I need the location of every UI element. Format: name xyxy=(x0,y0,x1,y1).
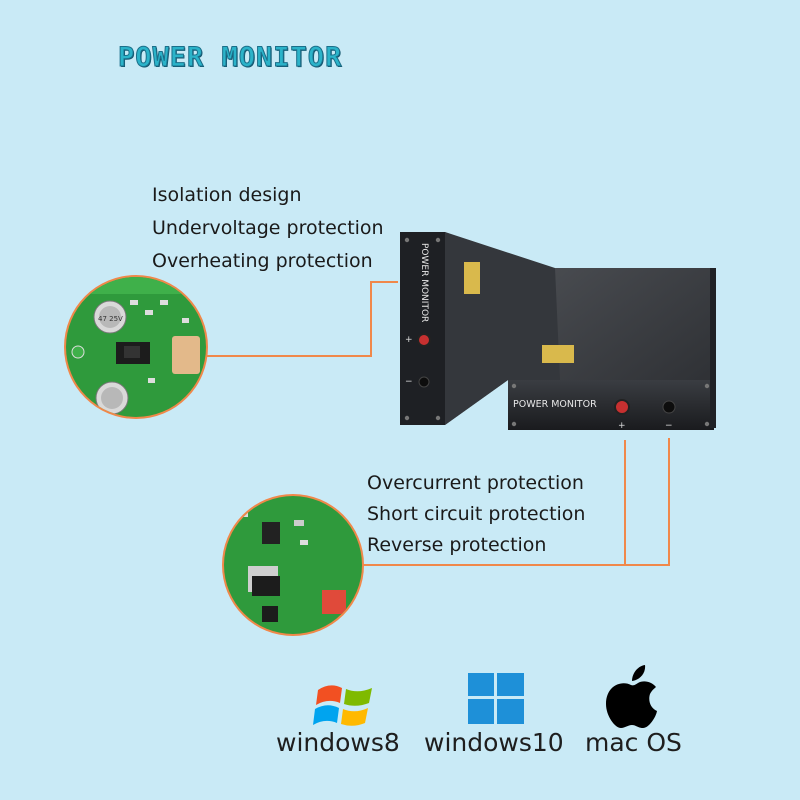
device-side-label: POWER MONITOR xyxy=(419,243,429,322)
feature-overcurrent: Overcurrent protection xyxy=(367,472,584,494)
apple-logo-icon xyxy=(606,665,657,728)
feature-undervoltage: Undervoltage protection xyxy=(152,217,384,239)
os-label-windows8: windows8 xyxy=(276,728,400,757)
device-front-plus: + xyxy=(618,421,626,431)
power-monitor-device: POWER MONITOR + − POWER MONITOR + − xyxy=(400,232,716,431)
device-front-minus: − xyxy=(665,421,673,431)
feature-overheating: Overheating protection xyxy=(152,250,373,272)
os-label-windows10: windows10 xyxy=(424,728,564,757)
device-side-plus: + xyxy=(405,335,413,345)
feature-isolation: Isolation design xyxy=(152,184,302,206)
windows8-logo-icon xyxy=(313,685,372,726)
pcb-top-cap-label: 47 25V xyxy=(98,315,123,323)
device-front-label: POWER MONITOR xyxy=(513,399,597,410)
windows10-logo-icon xyxy=(468,673,524,724)
feature-reverse: Reverse protection xyxy=(367,534,547,556)
feature-short-circuit: Short circuit protection xyxy=(367,503,586,525)
os-label-macos: mac OS xyxy=(585,728,682,757)
pcb-bottom-circle xyxy=(222,494,364,636)
connector-lines xyxy=(206,281,670,566)
pcb-top-circle: 47 25V xyxy=(64,275,208,419)
device-side-minus: − xyxy=(405,377,413,387)
page-title: POWER MONITOR xyxy=(117,42,343,74)
